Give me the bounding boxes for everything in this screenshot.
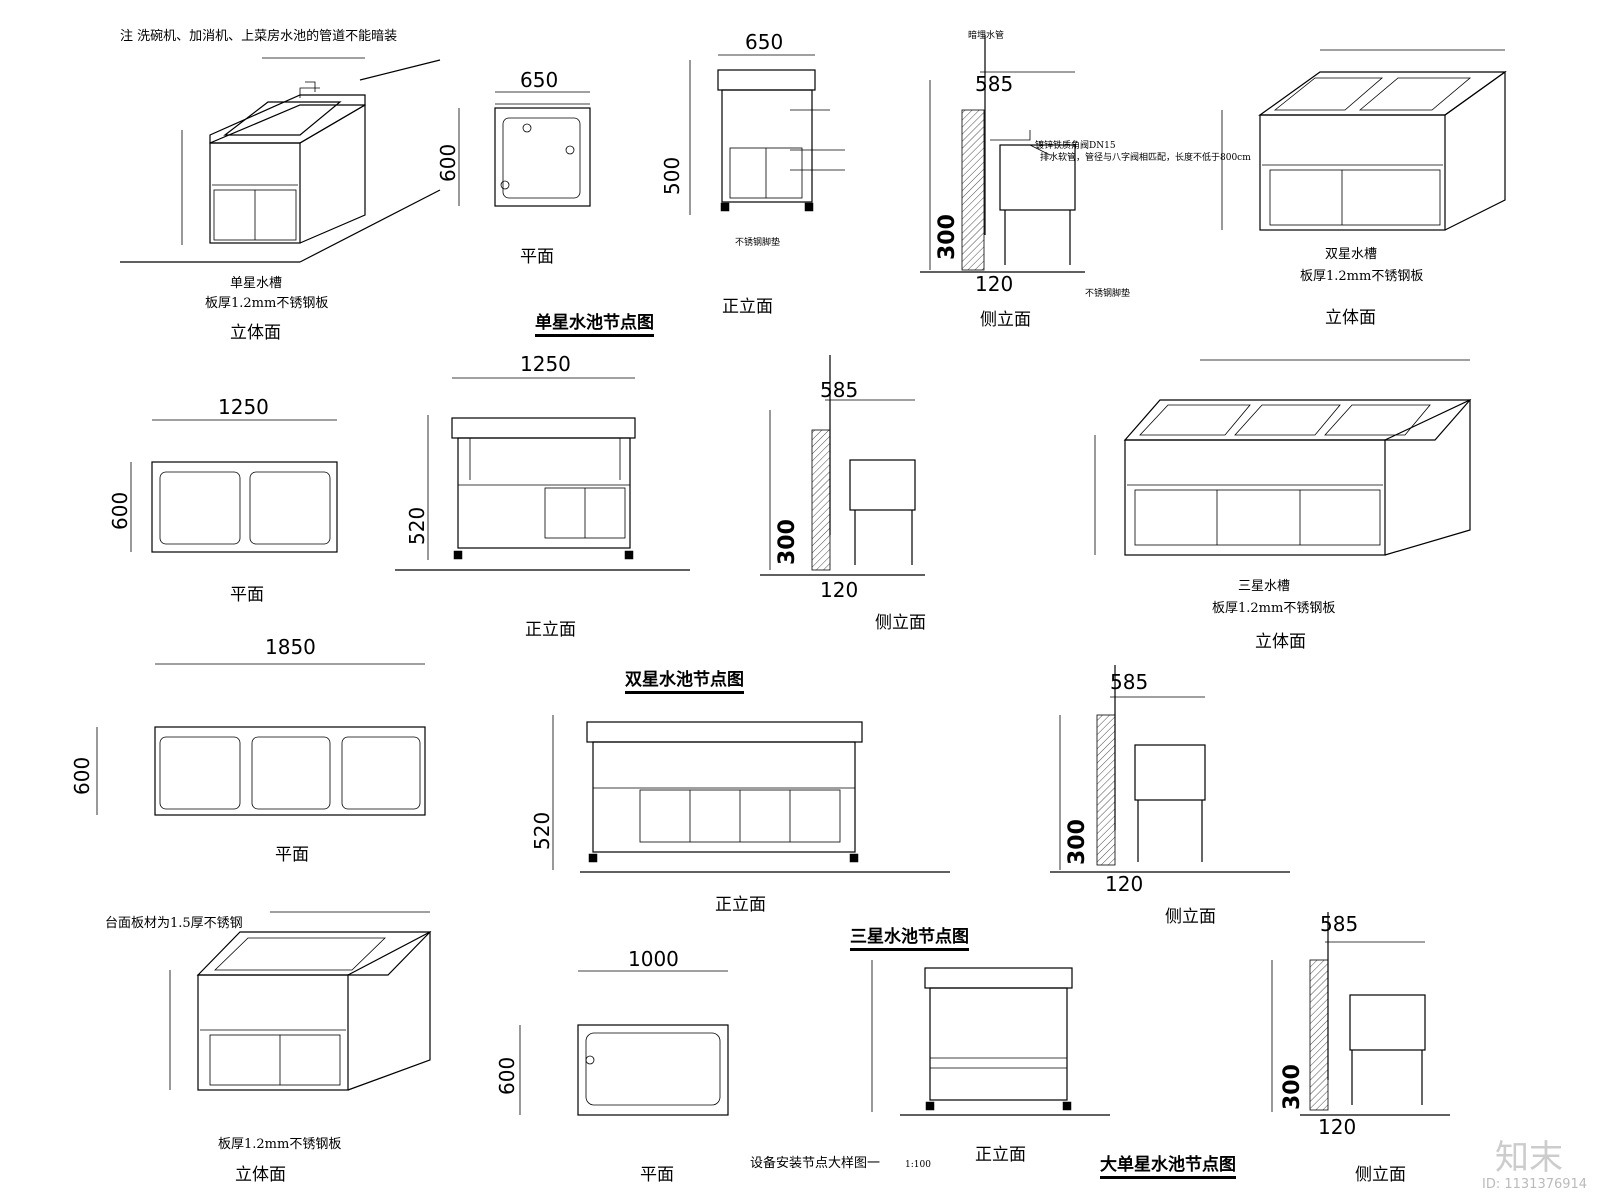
double-node-title: 双星水池节点图: [625, 665, 744, 694]
triple-front-caption: 正立面: [715, 895, 766, 915]
triple-node-title: 三星水池节点图: [850, 922, 969, 951]
large-sink-3d: [169, 911, 432, 1091]
large-node-title: 大单星水池节点图: [1100, 1150, 1236, 1179]
double-plan-width-dim: 1250: [218, 395, 269, 419]
brand-logo: 知末: [1495, 1138, 1563, 1178]
triple-plan-depth-dim: 600: [70, 756, 94, 795]
foot-pad-note-2: 不锈钢脚垫: [1085, 289, 1131, 299]
single-sink-material: 板厚1.2mm不锈钢板: [205, 296, 329, 311]
triple-side-300-dim: 300: [1065, 819, 1090, 865]
single-sink-front: [689, 54, 845, 215]
triple-side-caption: 侧立面: [1165, 907, 1216, 927]
valve-note: 镀锌铁质角阀DN15: [1035, 141, 1116, 151]
single-side-300-dim: 300: [935, 214, 960, 260]
single-front-500-dim: 500: [660, 156, 684, 195]
single-side-caption: 侧立面: [980, 310, 1031, 330]
large-side-120-dim: 120: [1318, 1115, 1357, 1139]
double-front-width-dim: 1250: [520, 352, 571, 376]
single-sink-name: 单星水槽: [230, 276, 283, 291]
triple-sink-3d: [1094, 359, 1472, 556]
large-3d-caption: 立体面: [235, 1165, 286, 1185]
single-sink-3d: [120, 57, 441, 263]
single-side-120-dim: 120: [975, 272, 1014, 296]
single-front-width-dim: 650: [745, 30, 784, 54]
double-sink-material: 板厚1.2mm不锈钢板: [1300, 269, 1424, 284]
triple-front-520-dim: 520: [530, 811, 554, 850]
drain-note: 排水软管，管径与八字阀相匹配，长度不低于800cm: [1040, 153, 1251, 163]
single-sink-plan: [458, 91, 591, 207]
double-3d-caption: 立体面: [1325, 308, 1376, 328]
single-plan-width-dim: 650: [520, 68, 559, 92]
triple-sink-name: 三星水槽: [1238, 579, 1291, 594]
large-front-caption: 正立面: [975, 1145, 1026, 1165]
note-text: 注 洗碗机、加消机、上菜房水池的管道不能暗装: [120, 29, 398, 44]
large-plan-width-dim: 1000: [628, 947, 679, 971]
double-sink-name: 双星水槽: [1325, 247, 1378, 262]
triple-sink-material: 板厚1.2mm不锈钢板: [1212, 601, 1336, 616]
large-sink-plan: [519, 970, 729, 1116]
sheet-scale: 1:100: [905, 1160, 931, 1170]
large-side-585-dim: 585: [1320, 912, 1359, 936]
single-sink-3d-caption: 立体面: [230, 323, 281, 343]
large-sink-side: [1271, 912, 1450, 1116]
double-plan-depth-dim: 600: [108, 491, 132, 530]
large-sink-front: [871, 960, 1110, 1116]
single-plan-depth-dim: 600: [436, 143, 460, 182]
double-plan-caption: 平面: [230, 585, 264, 605]
single-front-caption: 正立面: [722, 297, 773, 317]
triple-sink-side: [1050, 665, 1290, 873]
triple-side-585-dim: 585: [1110, 670, 1149, 694]
single-node-title: 单星水池节点图: [535, 308, 654, 337]
single-sink-side: [920, 35, 1085, 273]
double-sink-plan: [130, 419, 338, 553]
double-side-120-dim: 120: [820, 578, 859, 602]
wall-pipe-note: 暗埋水管: [968, 31, 1005, 41]
double-sink-side: [760, 355, 925, 576]
triple-plan-width-dim: 1850: [265, 635, 316, 659]
large-plan-depth-dim: 600: [495, 1056, 519, 1095]
double-sink-front: [395, 377, 690, 571]
large-side-caption: 侧立面: [1355, 1165, 1406, 1185]
double-side-585-dim: 585: [820, 378, 859, 402]
double-front-caption: 正立面: [525, 620, 576, 640]
large-top-note: 台面板材为1.5厚不锈钢: [105, 916, 243, 931]
single-side-585-dim: 585: [975, 72, 1014, 96]
double-sink-3d: [1221, 49, 1507, 231]
triple-sink-plan: [96, 663, 426, 816]
large-sink-material: 板厚1.2mm不锈钢板: [218, 1137, 342, 1152]
double-front-520-dim: 520: [405, 506, 429, 545]
double-side-caption: 侧立面: [875, 613, 926, 633]
triple-3d-caption: 立体面: [1255, 632, 1306, 652]
triple-sink-front: [552, 715, 950, 873]
image-id: ID: 1131376914: [1482, 1177, 1588, 1192]
foot-pad-note: 不锈钢脚垫: [735, 238, 781, 248]
triple-side-120-dim: 120: [1105, 872, 1144, 896]
sheet-title: 设备安装节点大样图一: [750, 1156, 881, 1171]
large-side-300-dim: 300: [1280, 1064, 1305, 1110]
single-plan-caption: 平面: [520, 247, 554, 267]
large-plan-caption: 平面: [640, 1165, 674, 1185]
double-side-300-dim: 300: [775, 519, 800, 565]
triple-plan-caption: 平面: [275, 845, 309, 865]
